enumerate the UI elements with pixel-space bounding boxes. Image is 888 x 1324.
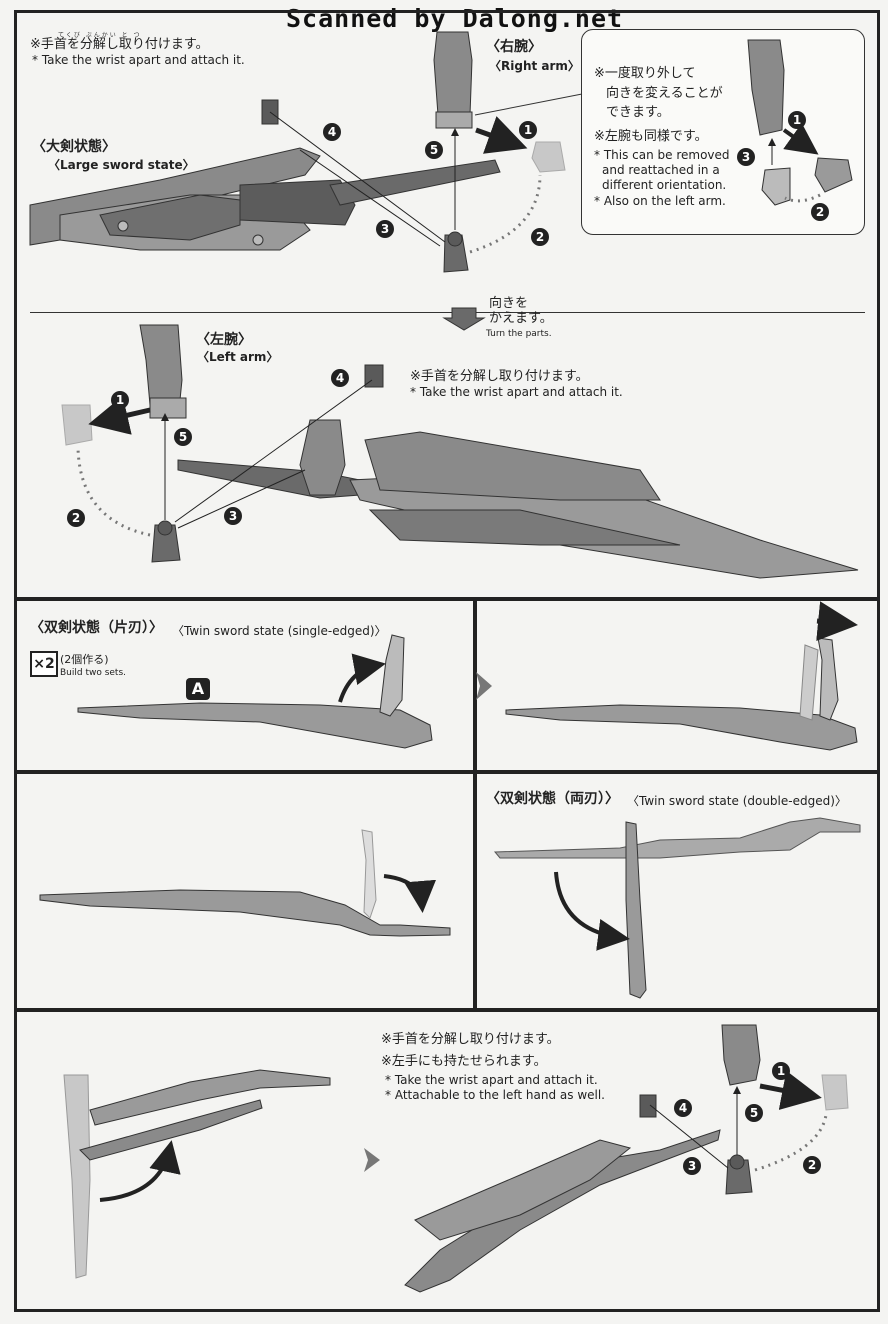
single-edged-title-jp: 〈双剣状態（片刃）〉 (30, 620, 163, 636)
svg-text:5: 5 (750, 1106, 758, 1120)
callout-step-2: 2 (811, 203, 829, 221)
single-edged-sword-3 (39, 829, 451, 937)
bottom-step-4: 4 (674, 1099, 692, 1117)
callout-line1-jp: ※一度取り外して (594, 66, 696, 81)
bottom-step-3: 3 (683, 1157, 701, 1175)
left-arm-title-jp: 〈左腕〉 (196, 332, 252, 348)
step-markers: 1 2 3 4 5 1 2 3 1 2 3 4 5 1 2 3 4 5 (67, 111, 829, 1175)
single-edged-sword-2 (505, 601, 858, 751)
svg-text:3: 3 (688, 1159, 696, 1173)
step-2-marker: 2 (531, 228, 549, 246)
svg-text:2: 2 (816, 205, 824, 219)
callout-line4-en: * Also on the left arm. (594, 194, 726, 208)
left-step-1: 1 (111, 391, 129, 409)
callout-line1-en: * This can be removed (594, 148, 730, 162)
furigana: てくび ぶんかい と つ (58, 32, 142, 39)
single-edged-title-en: 〈Twin sword state (single-edged)〉 (172, 624, 387, 638)
svg-text:3: 3 (742, 150, 750, 164)
bottom-step-5: 5 (745, 1104, 763, 1122)
svg-text:1: 1 (524, 123, 532, 137)
bottom-step-1: 1 (772, 1062, 790, 1080)
callout-step-1: 1 (788, 111, 806, 129)
next-arrow-icon (476, 672, 492, 700)
times-two-badge: ×2 (30, 651, 58, 677)
svg-text:5: 5 (179, 430, 187, 444)
svg-text:1: 1 (793, 113, 801, 127)
svg-text:2: 2 (808, 1158, 816, 1172)
svg-text:3: 3 (229, 509, 237, 523)
large-sword-title-en: 〈Large sword state〉 (48, 158, 195, 172)
watermark: Scanned by Dalong.net (286, 4, 624, 33)
step-5-marker: 5 (425, 141, 443, 159)
step-3-marker: 3 (376, 220, 394, 238)
callout-line2-en: and reattached in a (602, 163, 720, 177)
turn-jp-1: 向きを (489, 296, 529, 311)
single-edged-sword-1 (77, 634, 433, 749)
wrist-note2-jp: ※手首を分解し取り付けます。 (410, 369, 589, 384)
bottom-left-sword (63, 1069, 331, 1279)
svg-text:2: 2 (72, 511, 80, 525)
svg-text:2: 2 (536, 230, 544, 244)
build-two-en: Build two sets. (60, 668, 127, 678)
bottom-note1-en: * Take the wrist apart and attach it. (385, 1073, 598, 1087)
wrist-note-jp: ※手首を分解し取り付けます。 (30, 37, 209, 52)
callout-line2-jp: 向きを変えることが (606, 86, 723, 101)
bottom-step-2: 2 (803, 1156, 821, 1174)
callout-line4-jp: ※左腕も同様です。 (594, 129, 708, 144)
callout-line3-jp: できます。 (606, 105, 670, 120)
svg-text:4: 4 (336, 371, 344, 385)
panel-bottom (14, 1009, 880, 1312)
build-two-jp: (2個作る) (60, 653, 109, 666)
divider-line (30, 312, 865, 313)
turn-arrow-icon (442, 307, 486, 331)
right-arm-figure (261, 31, 583, 273)
next-arrow-icon-2 (364, 1148, 380, 1172)
left-step-2: 2 (67, 509, 85, 527)
svg-text:1: 1 (777, 1064, 785, 1078)
bottom-right-sword (404, 1024, 849, 1293)
left-step-5: 5 (174, 428, 192, 446)
right-arm-title-en: 〈Right arm〉 (489, 59, 580, 73)
wrist-note2-en: * Take the wrist apart and attach it. (410, 385, 623, 399)
turn-jp-2: かえます。 (489, 311, 553, 326)
double-edged-title-en: 〈Twin sword state (double-edged)〉 (627, 794, 847, 808)
left-step-3: 3 (224, 507, 242, 525)
svg-text:5: 5 (430, 143, 438, 157)
step-1-marker: 1 (519, 121, 537, 139)
bottom-note2-en: * Attachable to the left hand as well. (385, 1088, 605, 1102)
callout-step-3: 3 (737, 148, 755, 166)
double-edged-sword (493, 817, 861, 999)
svg-text:4: 4 (328, 125, 336, 139)
left-step-4: 4 (331, 369, 349, 387)
step-4-marker: 4 (323, 123, 341, 141)
right-arm-title-jp: 〈右腕〉 (486, 39, 542, 55)
large-sword-bottom (61, 324, 859, 579)
large-sword-top (29, 147, 501, 251)
turn-en: Turn the parts. (486, 329, 552, 339)
bottom-note2-jp: ※左手にも持たせられます。 (381, 1054, 547, 1069)
wrist-note-en: * Take the wrist apart and attach it. (32, 53, 245, 67)
part-a-badge: A (186, 678, 210, 700)
svg-text:1: 1 (116, 393, 124, 407)
left-arm-title-en: 〈Left arm〉 (197, 350, 279, 364)
bottom-note1-jp: ※手首を分解し取り付けます。 (381, 1032, 560, 1047)
callout-line3-en: different orientation. (602, 178, 727, 192)
svg-text:4: 4 (679, 1101, 687, 1115)
svg-text:3: 3 (381, 222, 389, 236)
double-edged-title-jp: 〈双剣状態（両刃）〉 (486, 791, 619, 807)
large-sword-title-jp: 〈大剣状態〉 (32, 139, 116, 155)
callout-wrist-figure (747, 39, 853, 206)
